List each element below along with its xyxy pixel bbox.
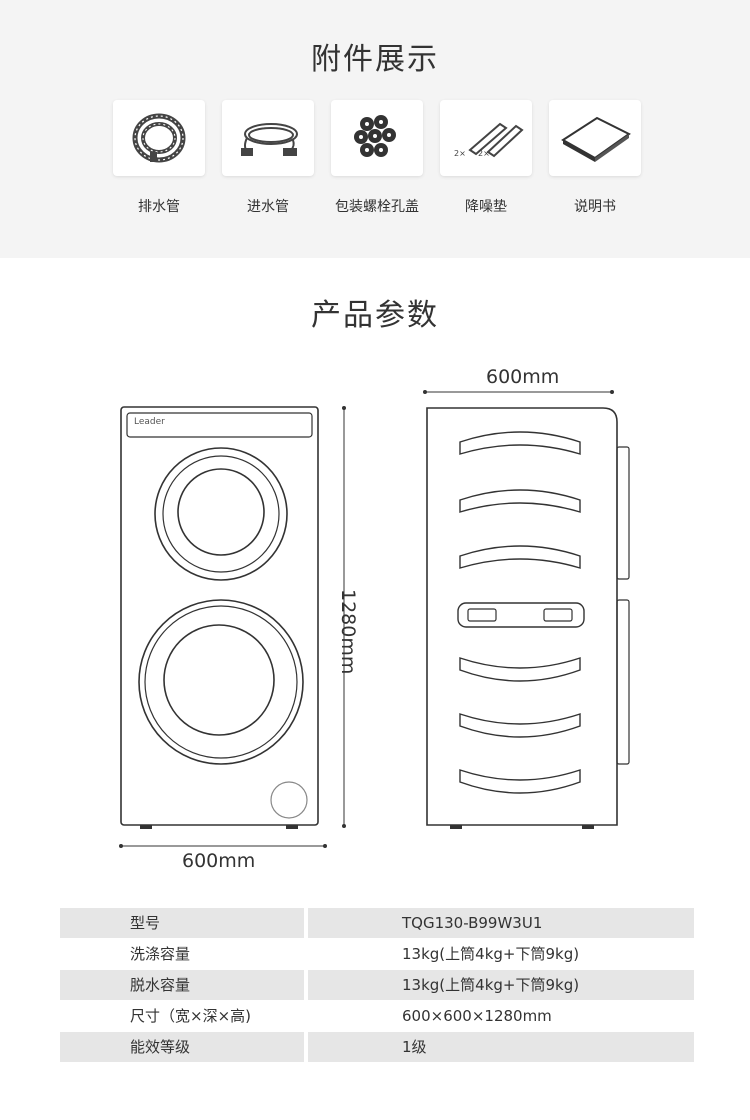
- noise-pad-icon: 2× 2×: [440, 100, 532, 176]
- params-title: 产品参数: [311, 298, 439, 333]
- spec-key: 型号: [60, 908, 304, 938]
- spec-value: 13kg(上筒4kg+下筒9kg): [308, 970, 694, 1000]
- accessory-noise-pad: 2× 2× 降噪垫: [438, 100, 534, 215]
- spec-value: TQG130-B99W3U1: [308, 908, 694, 938]
- brand-logo: Leader: [134, 417, 165, 427]
- svg-text:2×: 2×: [478, 149, 490, 158]
- drain-hose-icon: [113, 100, 205, 176]
- svg-text:2×: 2×: [454, 149, 466, 158]
- spec-value: 600×600×1280mm: [402, 1007, 552, 1025]
- spec-row: 洗涤容量 13kg(上筒4kg+下筒9kg): [60, 939, 694, 969]
- front-width-dimension: 600mm: [182, 850, 256, 872]
- accessory-label: 包装螺栓孔盖: [335, 199, 419, 215]
- accessory-manual: 说明书: [547, 100, 643, 215]
- spec-value: 1级: [308, 1032, 694, 1062]
- bolt-hole-cover-icon: [331, 100, 423, 176]
- side-depth-dimension: 600mm: [486, 366, 560, 388]
- accessories-section: 附件展示 排水管 进水管: [0, 0, 750, 258]
- spec-row: 尺寸（宽×深×高) 600×600×1280mm: [60, 1001, 694, 1031]
- accessory-bolt-hole-cover: 包装螺栓孔盖: [329, 100, 425, 215]
- spec-key: 能效等级: [60, 1032, 304, 1062]
- spec-key: 尺寸（宽×深×高): [130, 1007, 251, 1025]
- spec-row: 能效等级 1级: [60, 1032, 694, 1062]
- manual-icon: [549, 100, 641, 176]
- accessory-label: 降噪垫: [465, 199, 507, 215]
- spec-key: 洗涤容量: [130, 945, 191, 963]
- accessory-drain-hose: 排水管: [111, 100, 207, 215]
- accessory-label: 排水管: [138, 199, 180, 215]
- accessory-label: 说明书: [574, 199, 616, 215]
- accessory-label: 进水管: [247, 199, 289, 215]
- spec-value: 13kg(上筒4kg+下筒9kg): [402, 945, 580, 963]
- accessory-inlet-hose: 进水管: [220, 100, 316, 215]
- accessories-title: 附件展示: [311, 42, 439, 77]
- spec-key: 脱水容量: [60, 970, 304, 1000]
- spec-row: 型号 TQG130-B99W3U1: [60, 908, 694, 938]
- inlet-hose-icon: [222, 100, 314, 176]
- spec-row: 脱水容量 13kg(上筒4kg+下筒9kg): [60, 970, 694, 1000]
